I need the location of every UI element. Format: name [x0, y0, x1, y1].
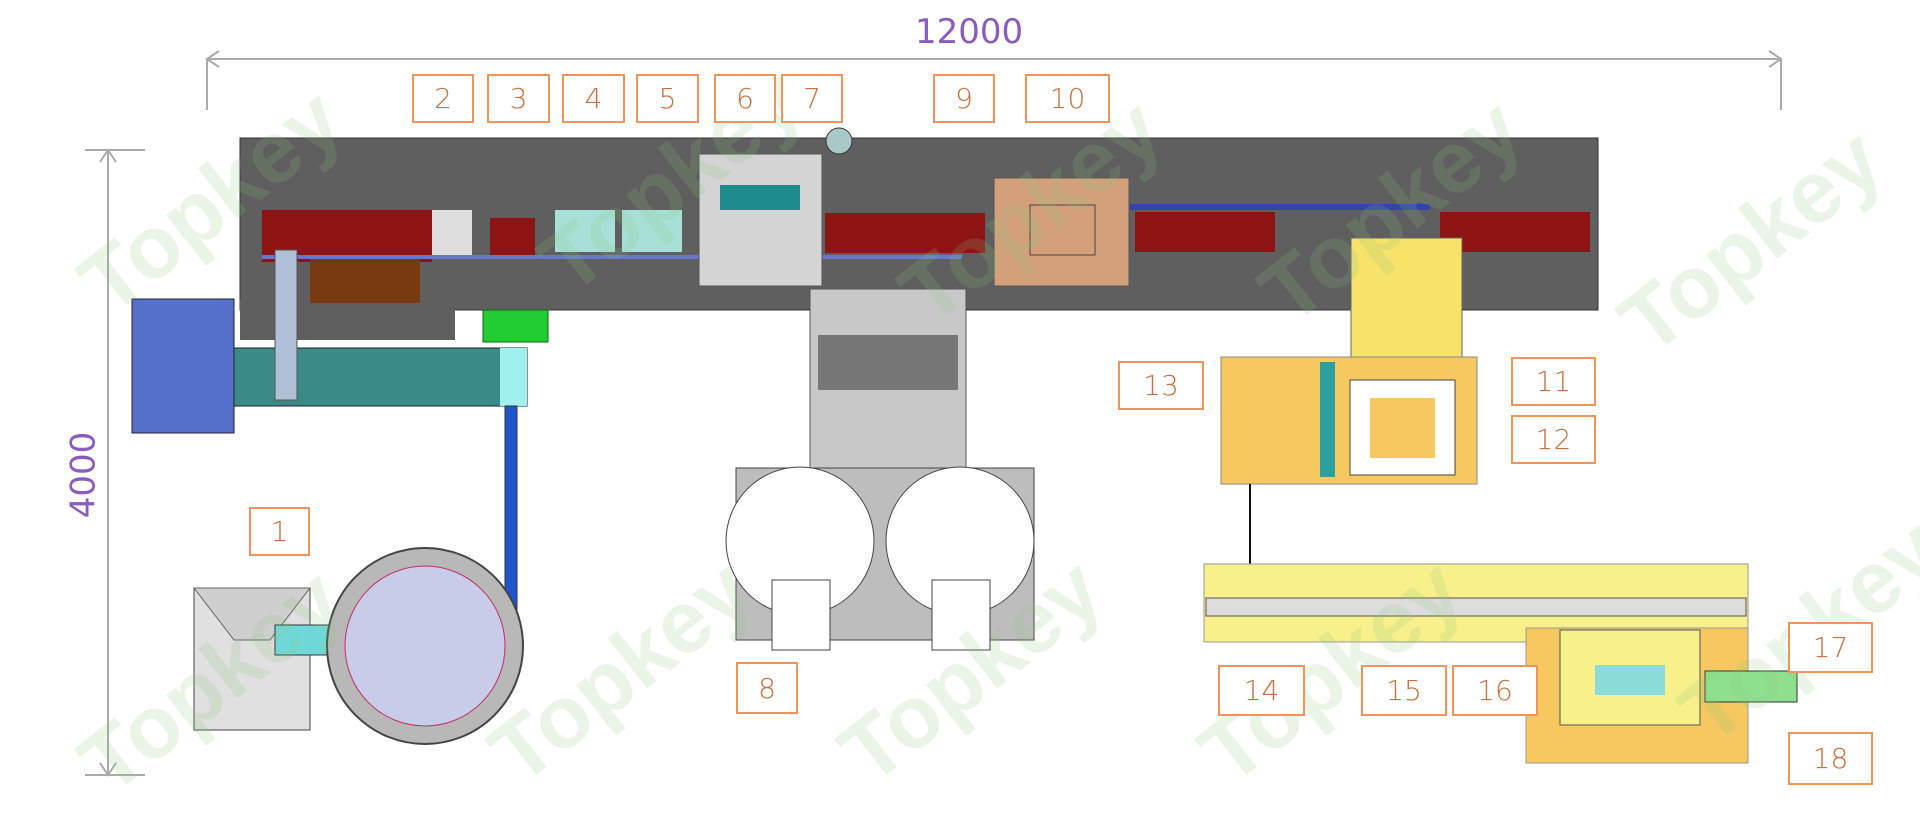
station-6-gripper — [720, 185, 800, 210]
station-label-18: 18 — [1788, 732, 1873, 785]
station-label-4: 4 — [562, 74, 625, 123]
station-label-11: 11 — [1511, 357, 1596, 406]
station-10-plate — [993, 177, 1130, 287]
blue-cabinet — [131, 298, 235, 434]
station-label-7: 7 — [781, 74, 843, 123]
station-label-13: 13 — [1118, 361, 1204, 410]
feed-chute — [504, 405, 518, 616]
width-dimension-line — [205, 50, 1783, 110]
output-conveyor — [1704, 670, 1798, 703]
station-label-10: 10 — [1025, 74, 1110, 123]
green-bin — [482, 309, 549, 343]
station-label-5: 5 — [636, 74, 699, 123]
panel-lower-left — [240, 300, 455, 340]
station-label-16: 16 — [1452, 665, 1538, 716]
lift-column — [274, 249, 298, 401]
station-label-8: 8 — [736, 662, 798, 714]
station-7-motor — [825, 127, 853, 155]
station-label-2: 2 — [412, 74, 474, 123]
station-label-14: 14 — [1218, 665, 1305, 716]
station-label-12: 12 — [1511, 415, 1596, 464]
station-label-15: 15 — [1361, 665, 1447, 716]
station-label-9: 9 — [933, 74, 995, 123]
height-dimension-label: 4000 — [63, 431, 104, 519]
station-11-tower — [1350, 237, 1463, 376]
station-8-manipulator — [818, 335, 958, 390]
station-10-fixture — [1029, 204, 1096, 256]
width-dimension-label: 12000 — [915, 12, 1024, 52]
station-label-1: 1 — [249, 507, 310, 556]
station-6-plate — [698, 153, 823, 287]
station-label-17: 17 — [1788, 622, 1873, 673]
conveyor-end — [500, 348, 527, 406]
linear-axis — [1205, 597, 1747, 617]
height-dimension-line — [85, 148, 145, 777]
station-label-6: 6 — [714, 74, 776, 123]
station-label-3: 3 — [487, 74, 550, 123]
